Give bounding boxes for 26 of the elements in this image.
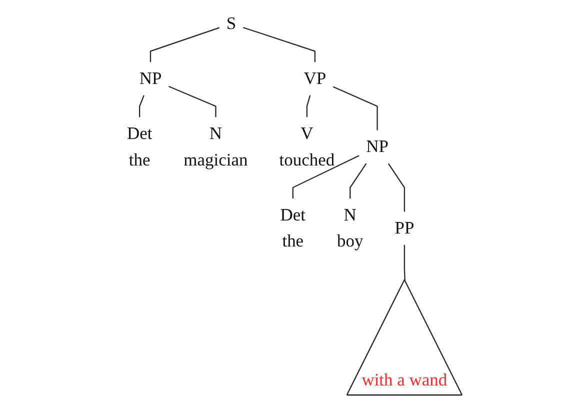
node-text: with a wand	[362, 370, 448, 390]
node-text: VP	[304, 69, 326, 88]
node-text: NP	[366, 137, 388, 157]
node-label: touched	[279, 150, 335, 170]
node-label: boy	[337, 232, 364, 251]
connector	[350, 163, 367, 198]
connector	[168, 86, 216, 118]
connector	[388, 163, 405, 212]
connector	[139, 95, 144, 118]
node-text: NP	[139, 69, 162, 88]
node-text: Det	[280, 205, 306, 225]
node-text: N	[209, 124, 222, 144]
connector	[306, 95, 311, 118]
node-text: PP	[394, 218, 414, 238]
connector	[242, 26, 316, 62]
connector	[150, 27, 220, 62]
node-label: the	[128, 150, 150, 170]
node-text: S	[226, 14, 236, 34]
connector	[332, 86, 378, 130]
connector	[404, 244, 406, 280]
node-text: Det	[126, 124, 152, 144]
node-label: the	[282, 232, 304, 251]
node-label: magician	[184, 150, 248, 170]
connector	[292, 155, 360, 198]
node-text: N	[344, 205, 356, 225]
node-text: V	[300, 124, 314, 144]
